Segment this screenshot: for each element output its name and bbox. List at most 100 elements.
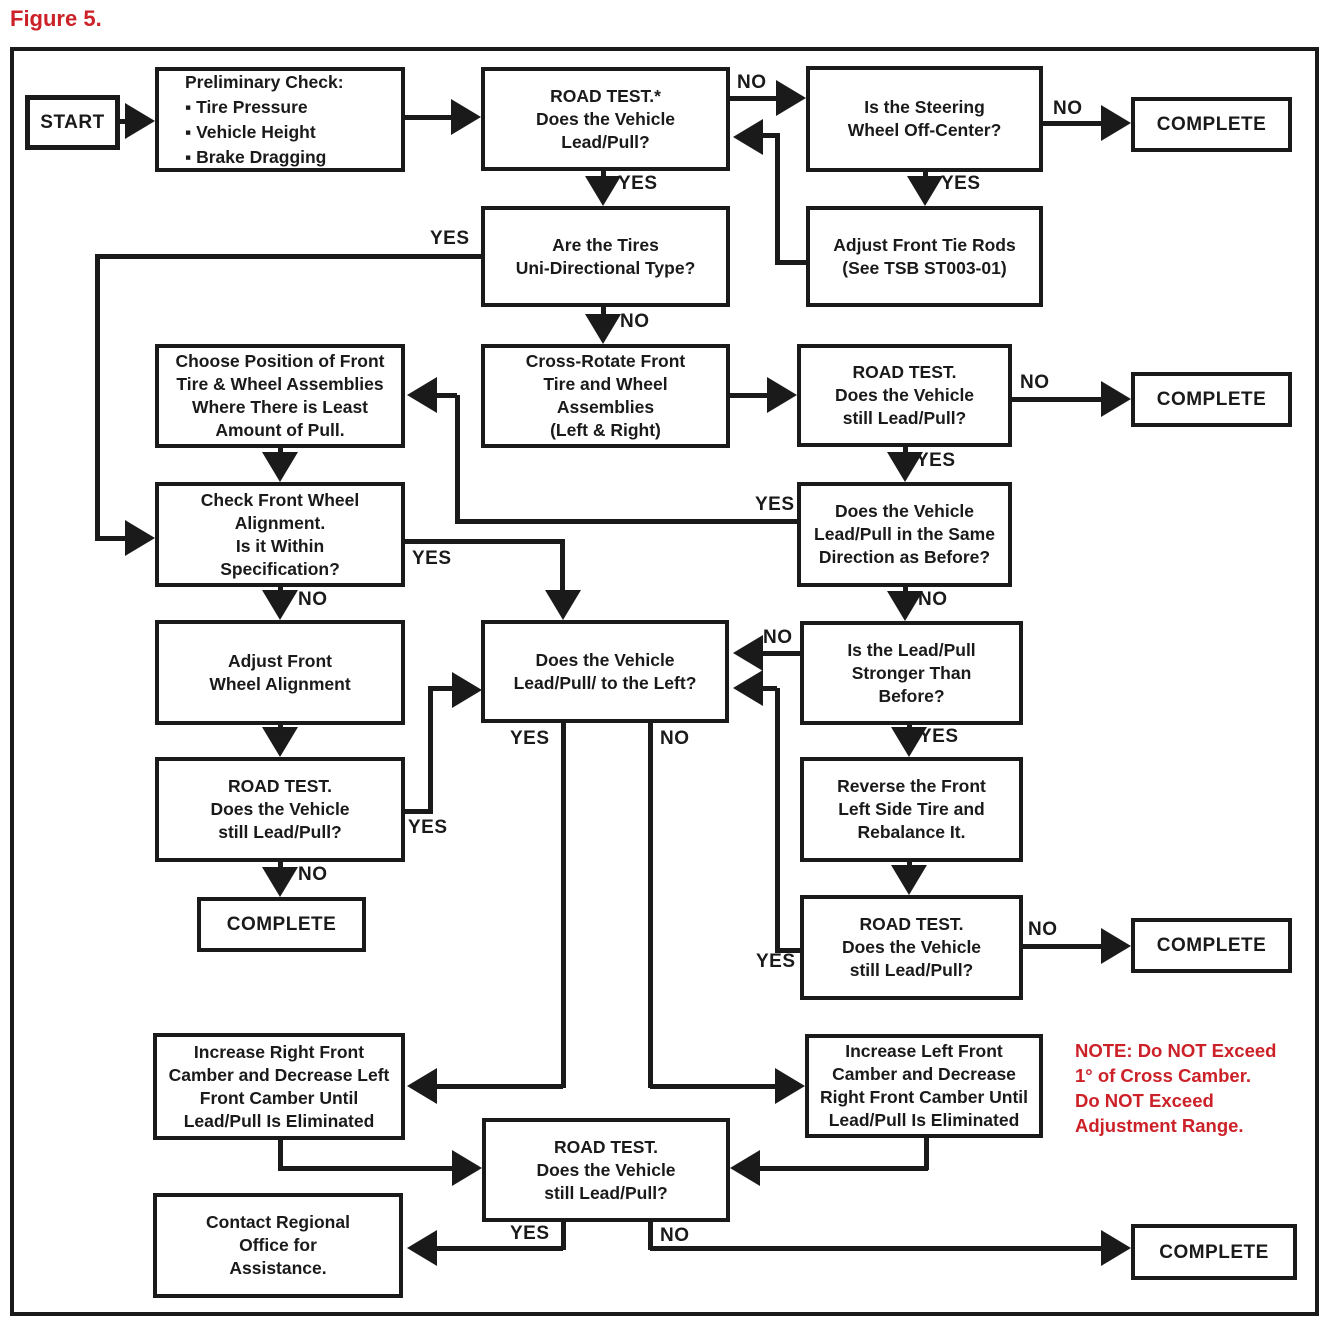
edge-label-yes: YES [430, 228, 470, 249]
connector-line [777, 948, 800, 953]
edge-label-yes: YES [919, 726, 959, 747]
connector-line [756, 686, 777, 691]
node-cross-rotate: Cross-Rotate Front Tire and Wheel Assemb… [481, 344, 730, 448]
edge-label-no: NO [763, 627, 793, 648]
node-complete-5: COMPLETE [1131, 1224, 1297, 1280]
edge-label-yes: YES [756, 951, 796, 972]
connector-line [903, 447, 908, 455]
edge-label-no: NO [918, 589, 948, 610]
node-same-direction: Does the Vehicle Lead/Pull in the Same D… [797, 482, 1012, 587]
node-reverse-tire: Reverse the Front Left Side Tire and Reb… [800, 757, 1023, 862]
node-check-alignment: Check Front Wheel Alignment. Is it Withi… [155, 482, 405, 587]
arrowhead-left [733, 670, 763, 706]
edge-label-yes: YES [408, 817, 448, 838]
connector-line [903, 587, 908, 594]
arrowhead-left [733, 119, 763, 155]
node-choose-position: Choose Position of Front Tire & Wheel As… [155, 344, 405, 448]
edge-label-no: NO [660, 1225, 690, 1246]
figure-label: Figure 5. [10, 6, 102, 31]
arrowhead-right [125, 520, 155, 556]
connector-line [560, 539, 565, 591]
node-complete-4: COMPLETE [1131, 918, 1292, 973]
connector-line [561, 1222, 566, 1250]
connector-line [278, 448, 283, 455]
arrowhead-down [891, 727, 927, 757]
connector-line [730, 393, 773, 398]
connector-line [405, 115, 455, 120]
arrowhead-right [767, 377, 797, 413]
connector-line [428, 686, 454, 691]
node-increase-right-camber: Increase Right Front Camber and Decrease… [153, 1033, 405, 1140]
edge-label-yes: YES [618, 173, 658, 194]
edge-label-no: NO [298, 864, 328, 885]
arrowhead-down [585, 176, 621, 206]
arrowhead-left [730, 1150, 760, 1186]
arrowhead-right [1101, 1230, 1131, 1266]
arrowhead-left [733, 635, 763, 671]
arrowhead-right [451, 99, 481, 135]
node-tires-unidirectional: Are the Tires Uni-Directional Type? [481, 206, 730, 307]
arrowhead-down [262, 867, 298, 897]
connector-line [601, 307, 606, 317]
arrowhead-right [452, 1150, 482, 1186]
connector-line [437, 393, 457, 398]
edge-label-yes: YES [412, 548, 452, 569]
connector-line [753, 1166, 928, 1171]
arrowhead-right [775, 1068, 805, 1104]
node-adjust-alignment: Adjust Front Wheel Alignment [155, 620, 405, 725]
arrowhead-left [407, 1230, 437, 1266]
arrowhead-down [585, 314, 621, 344]
connector-line [561, 723, 566, 1088]
arrowhead-down [891, 865, 927, 895]
arrowhead-right [452, 672, 482, 708]
diagram-border [10, 47, 1319, 1316]
arrowhead-right [1101, 105, 1131, 141]
connector-line [775, 688, 780, 953]
edge-label-no: NO [660, 728, 690, 749]
connector-line [405, 809, 433, 814]
connector-line [1012, 397, 1102, 402]
edge-label-yes: YES [941, 173, 981, 194]
connector-line [278, 1166, 454, 1171]
node-complete-3: COMPLETE [197, 897, 366, 952]
node-road-test-4: ROAD TEST. Does the Vehicle still Lead/P… [800, 895, 1023, 1000]
node-road-test-3: ROAD TEST. Does the Vehicle still Lead/P… [155, 757, 405, 862]
arrowhead-down [887, 452, 923, 482]
arrowhead-down [887, 591, 923, 621]
arrowhead-down [907, 176, 943, 206]
edge-label-no: NO [1053, 98, 1083, 119]
node-complete-1: COMPLETE [1131, 97, 1292, 152]
edge-label-no: NO [298, 589, 328, 610]
edge-label-no: NO [1020, 372, 1050, 393]
connector-line [760, 651, 800, 656]
connector-line [428, 686, 433, 814]
connector-line [648, 1222, 653, 1250]
connector-line [95, 254, 100, 541]
node-complete-2: COMPLETE [1131, 372, 1292, 427]
connector-line [648, 723, 653, 1088]
connector-line [650, 1084, 778, 1089]
connector-line [455, 519, 797, 524]
node-preliminary-check: Preliminary Check: ▪ Tire Pressure ▪ Veh… [155, 67, 405, 172]
connector-line [95, 254, 481, 259]
node-contact-regional: Contact Regional Office for Assistance. [153, 1193, 403, 1298]
edge-label-yes: YES [510, 1223, 550, 1244]
connector-line [756, 133, 777, 138]
arrowhead-left [407, 377, 437, 413]
arrowhead-down [262, 452, 298, 482]
connector-line [924, 1138, 929, 1170]
node-lead-pull-left: Does the Vehicle Lead/Pull/ to the Left? [481, 620, 729, 723]
arrowhead-right [1101, 381, 1131, 417]
edge-label-yes: YES [755, 494, 795, 515]
connector-line [650, 1246, 1105, 1251]
edge-label-yes: YES [510, 728, 550, 749]
connector-line [775, 260, 806, 265]
edge-label-yes: YES [916, 450, 956, 471]
arrowhead-right [776, 80, 806, 116]
node-adjust-tie-rods: Adjust Front Tie Rods (See TSB ST003-01) [806, 206, 1043, 307]
connector-line [435, 1246, 563, 1251]
node-start: START [25, 95, 120, 150]
connector-line [100, 536, 128, 541]
connector-line [1043, 121, 1105, 126]
